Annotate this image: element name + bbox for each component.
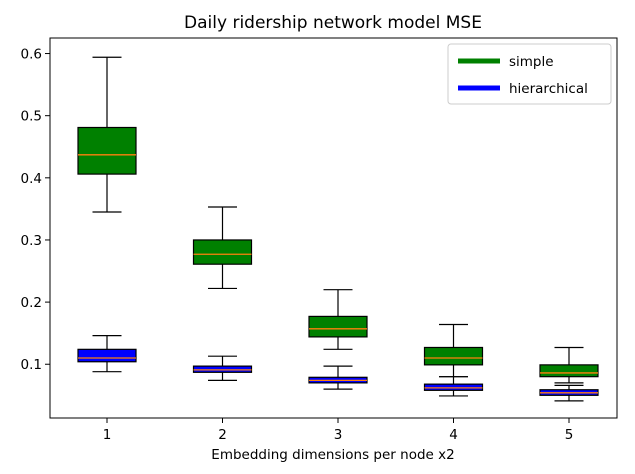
box-simple-4 <box>423 323 484 378</box>
x-tick-label: 1 <box>103 427 112 443</box>
legend-label-hierarchical: hierarchical <box>509 81 588 97</box>
chart-title: Daily ridership network model MSE <box>184 13 482 33</box>
axes-frame <box>49 37 618 419</box>
axes: 0.1 0.2 0.3 0.4 0.5 0.6 1 2 3 4 5 <box>21 37 618 443</box>
x-tick-label: 4 <box>449 427 458 443</box>
y-tick-label: 0.3 <box>21 233 42 249</box>
box-hierarchical-1-body <box>77 348 137 363</box>
box-simple-1 <box>77 56 137 213</box>
x-axis-label: Embedding dimensions per node x2 <box>211 447 454 463</box>
box-simple-5-body <box>539 364 599 378</box>
box-simple-2 <box>192 206 253 290</box>
y-tick-label: 0.4 <box>21 171 42 187</box>
plot-area <box>77 56 599 402</box>
box-simple-5 <box>539 346 599 384</box>
x-tick-label: 5 <box>565 427 574 443</box>
legend: simple hierarchical <box>447 43 612 105</box>
box-hierarchical-5 <box>539 384 599 402</box>
box-hierarchical-1 <box>77 335 137 373</box>
box-hierarchical-2 <box>192 355 253 382</box>
y-tick-label: 0.2 <box>21 295 42 311</box>
x-tick-label: 2 <box>218 427 227 443</box>
box-hierarchical-3 <box>308 365 368 390</box>
y-tick-label: 0.1 <box>21 357 42 373</box>
box-simple-2-body <box>192 239 253 265</box>
box-simple-3-body <box>308 315 368 338</box>
y-tick-label: 0.5 <box>21 109 42 125</box>
box-simple-4-body <box>423 346 484 366</box>
box-simple-1-body <box>77 126 137 175</box>
box-simple-3 <box>308 289 368 350</box>
x-tick-label: 3 <box>334 427 343 443</box>
box-hierarchical-4 <box>423 376 484 397</box>
y-tick-label: 0.6 <box>21 47 42 63</box>
legend-label-simple: simple <box>509 54 554 70</box>
